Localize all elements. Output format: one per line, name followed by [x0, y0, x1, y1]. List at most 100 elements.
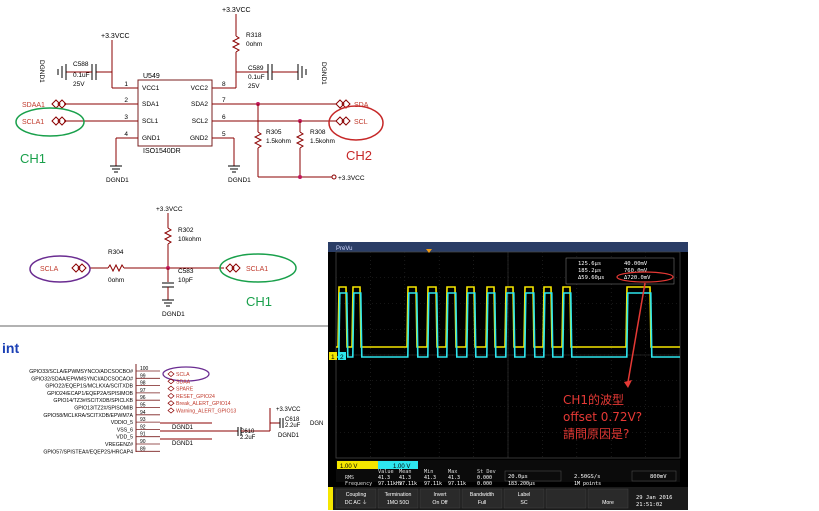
scope-menu-bottom: More [602, 500, 614, 506]
scope-menu-bottom: Full [478, 500, 486, 506]
mid-schematic: +3.3VCC R302 10kohm R304 0ohm SCLA C583 … [29, 206, 297, 318]
stats-row2-value: 97.11k [399, 481, 417, 487]
scope-menu-button[interactable] [545, 488, 587, 509]
ic-right-pin-num: 6 [222, 114, 226, 121]
mcu-pin-name: GPIO58/MCLKRA/SCITXDB/EPWM7A [43, 413, 133, 419]
ic-left-pin-name: VCC1 [142, 85, 160, 92]
mcu-pin-num: 92 [140, 424, 146, 430]
mid-net-scla: SCLA [40, 266, 59, 273]
c618-val: 2.2uF [285, 423, 301, 429]
meas-row3-a: Δ59.60μs [578, 275, 605, 281]
mid-net-scla1: SCLA1 [246, 266, 268, 273]
ic-right-pin-num: 7 [222, 97, 226, 104]
scla-highlight-ellipse [29, 255, 91, 283]
stats-header: Value [378, 469, 394, 475]
mcu-pin-name: GPIO14/TZ3#/SCITXDB/SPICLKB [53, 398, 133, 404]
stats-header: St Dev [477, 469, 496, 475]
ch1-highlight-ellipse [15, 107, 85, 137]
mid-gnd: DGND1 [162, 311, 185, 318]
r308-ref: R308 [310, 129, 326, 136]
ic-left-pin-name: SDA1 [142, 101, 159, 108]
mcu-pin-name: VDD_5 [116, 435, 133, 441]
r308-val: 1.5kohm [310, 138, 335, 145]
r318-ref: R318 [246, 32, 262, 39]
ic-right-pin-num: 5 [222, 131, 226, 138]
bottom-title: int [2, 340, 19, 356]
r304-ref: R304 [108, 249, 124, 256]
c583-val: 10pF [178, 277, 193, 284]
stats-header: Min [424, 469, 433, 475]
mid-ch1-label: CH1 [246, 294, 272, 309]
mcu-pin-name: GPIO32/SDAA/EPWMSYNCI/ADCSOCAO# [31, 376, 133, 382]
c588-volt: 25V [73, 81, 85, 88]
mcu-net-label: SCLA [176, 372, 190, 378]
ic-right-pin-name: SDA2 [191, 101, 208, 108]
net-sda: SDA [354, 102, 369, 109]
stats-row1-label: RMS [345, 475, 354, 481]
meas-row2-b: 760.0mV [624, 268, 648, 274]
scope-menu-top: Termination [385, 492, 412, 498]
scope-menu-button[interactable]: Termination 1MΩ 50Ω [377, 488, 419, 509]
mcu-pin-name: GPIO22/EQEP1S/MCLKXA/SCITXDB [45, 384, 133, 390]
ch2-waveform [336, 292, 680, 358]
c589-val: 0.1uF [248, 74, 265, 81]
stats-row1-value: 41.3 [399, 475, 411, 481]
stats-row1-value: 41.3 [448, 475, 460, 481]
ic-left-pin-num: 4 [124, 131, 128, 138]
annotation-line3: 請問原因是? [563, 427, 629, 441]
top-schematic: +3.3VCC C588 0.1uF 25V DGND1 +3.3VCC R31… [15, 7, 384, 184]
mid-ch1-ellipse [219, 253, 297, 283]
mcu-pin-num: 91 [140, 432, 146, 438]
mcu-pin-num: 99 [140, 373, 146, 379]
c589-ref: C589 [248, 65, 264, 72]
mcu-pin-name: VDDIO_5 [111, 420, 133, 426]
r305-ref: R305 [266, 129, 282, 136]
sample-rate: 2.50GS/s [574, 474, 601, 480]
mcu-pin-name: VREGENZ# [105, 442, 133, 448]
mcu-pin-name: GPIO24/ECAP1/EQEP2A/SPISIMOB [47, 391, 133, 397]
mcu-net-label: SDAA [176, 379, 191, 385]
gnd-bottom-right: DGND1 [228, 177, 251, 184]
question-annotation: CH1的波型 offset 0.72V? 請問原因是? [563, 282, 646, 441]
c588-ref: C588 [73, 61, 89, 68]
mcu-pin-num: 95 [140, 403, 146, 409]
stats-row1-value: 41.3 [378, 475, 390, 481]
stats-row2-label: Frequency [345, 481, 372, 487]
scope-menu-top: Bandwidth [470, 492, 494, 498]
dgnd-a: DGND1 [172, 425, 194, 431]
annotation-line2: offset 0.72V? [563, 410, 642, 424]
meas-row1-a: 125.6μs [578, 261, 601, 267]
timebase: 20.0μs [508, 474, 528, 480]
scope-top-label: PreVu [336, 246, 352, 252]
scope-menu-bottom: 1MΩ 50Ω [387, 500, 409, 506]
ic-left-pin-num: 1 [124, 81, 128, 88]
trigger-position-marker [426, 249, 432, 253]
scope-menu-button[interactable]: More [587, 488, 629, 509]
c610-val: 2.2uF [240, 435, 256, 441]
ch1-scale: 1.00 V [340, 464, 357, 470]
mcu-pin-name: VSS_6 [117, 427, 133, 433]
scope-menu-top: Invert [434, 492, 448, 498]
stats-row1-value: 0.000 [477, 475, 492, 481]
ic-right-pin-num: 8 [222, 81, 226, 88]
mcu-pin-num: 100 [140, 366, 149, 372]
mid-vcc: +3.3VCC [156, 206, 183, 213]
mcu-pin-num: 98 [140, 381, 146, 387]
scope-date: 29 Jan 2016 [636, 495, 672, 501]
stats-row2-value: 97.11k [448, 481, 466, 487]
bottom-schematic: int GPIO33/SCLA/EPWMSYNCO/ADCSOCBO#100GP… [0, 325, 330, 455]
ch2-label: CH2 [346, 148, 372, 163]
trigger-level: 800mV [650, 474, 667, 480]
r302-val: 10kohm [178, 236, 201, 243]
ch2-highlight-ellipse [328, 105, 384, 141]
mcu-net-label: Break_ALERT_GPIO14 [176, 401, 231, 407]
mcu-pin-num: 90 [140, 439, 146, 445]
ic-left-pin-name: GND1 [142, 135, 160, 142]
stats-row2-value: 97.11k [424, 481, 442, 487]
net-sdaa1: SDAA1 [22, 102, 45, 109]
ic-part: ISO1540DR [143, 148, 181, 155]
